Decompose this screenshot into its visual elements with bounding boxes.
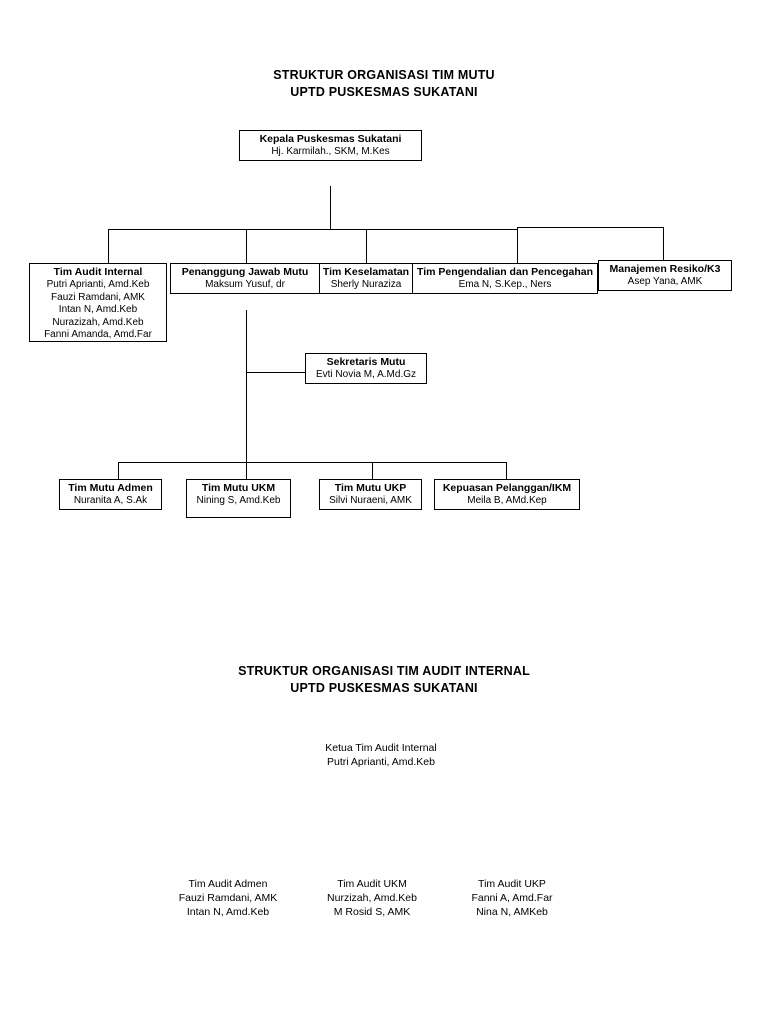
connector-drop-manajemen-resiko [663,227,664,260]
node-kepala-name: Hj. Karmilah., SKM, M.Kes [271,146,390,157]
node-tim-keselamatan[interactable]: Tim Keselamatan Sherly Nuraziza [319,263,413,294]
text-tim-audit-ukp: Tim Audit UKP Fanni A, Amd.Far Nina N, A… [437,877,587,919]
text-tim-audit-ukm-title: Tim Audit UKM [337,878,407,890]
node-sekretaris-mutu-name: Evti Novia M, A.Md.Gz [315,369,417,380]
connector-head-stem [330,186,331,230]
node-tim-audit-internal-member-5: Fanni Amanda, Amd.Far [44,329,152,340]
node-manajemen-resiko-k3[interactable]: Manajemen Resiko/K3 Asep Yana, AMK [598,260,732,291]
text-ketua-name: Putri Aprianti, Amd.Keb [327,756,435,768]
node-tim-keselamatan-title: Tim Keselamatan [322,266,410,278]
connector-level2-bus-left [108,229,518,230]
node-tim-audit-internal-title: Tim Audit Internal [53,266,143,278]
text-tim-audit-ukm: Tim Audit UKM Nurzizah, Amd.Keb M Rosid … [297,877,447,919]
node-manajemen-resiko-k3-name: Asep Yana, AMK [627,276,703,287]
node-kepuasan-pelanggan-ikm-name: Meila B, AMd.Kep [467,495,547,506]
text-tim-audit-ukp-title: Tim Audit UKP [478,878,546,890]
node-kepala-puskesmas[interactable]: Kepala Puskesmas Sukatani Hj. Karmilah.,… [239,130,422,161]
node-kepala-title: Kepala Puskesmas Sukatani [259,133,402,145]
text-ketua-title: Ketua Tim Audit Internal [325,742,437,754]
chart1-title-line2: UPTD PUSKESMAS SUKATANI [290,85,478,99]
node-tim-mutu-ukm-title: Tim Mutu UKM [201,482,276,494]
node-tim-audit-internal-member-1: Putri Aprianti, Amd.Keb [46,279,150,290]
node-tim-mutu-admen-title: Tim Mutu Admen [68,482,153,494]
node-tim-mutu-admen-name: Nuranita A, S.Ak [73,495,148,506]
node-tim-audit-internal-member-4: Nurazizah, Amd.Keb [52,316,144,328]
text-tim-audit-ukm-member-2: M Rosid S, AMK [333,906,411,918]
connector-level3-bus [118,462,506,463]
node-tim-mutu-ukm[interactable]: Tim Mutu UKM Nining S, Amd.Keb [186,479,291,518]
chart1-title-line1: STRUKTUR ORGANISASI TIM MUTU [273,68,495,82]
text-tim-audit-admen-member-2: Intan N, Amd.Keb [186,906,270,918]
text-tim-audit-admen: Tim Audit Admen Fauzi Ramdani, AMK Intan… [153,877,303,919]
node-sekretaris-mutu-title: Sekretaris Mutu [326,356,406,368]
chart2-title-line1: STRUKTUR ORGANISASI TIM AUDIT INTERNAL [238,664,530,678]
node-tim-mutu-ukm-name: Nining S, Amd.Keb [196,495,281,506]
node-tim-pengendalian-pencegahan-title: Tim Pengendalian dan Pencegahan [416,266,594,278]
chart1-title: STRUKTUR ORGANISASI TIM MUTU UPTD PUSKES… [184,67,584,101]
connector-drop-mutu-ukp [372,462,373,479]
connector-secretary-branch [246,372,306,373]
connector-level2-bus-right [517,227,664,228]
node-tim-mutu-ukp[interactable]: Tim Mutu UKP Silvi Nuraeni, AMK [319,479,422,510]
text-tim-audit-ukp-member-1: Fanni A, Amd.Far [471,892,553,904]
node-tim-mutu-admen[interactable]: Tim Mutu Admen Nuranita A, S.Ak [59,479,162,510]
connector-drop-mutu-ukm [246,462,247,479]
node-kepuasan-pelanggan-ikm[interactable]: Kepuasan Pelanggan/IKM Meila B, AMd.Kep [434,479,580,510]
node-tim-pengendalian-pencegahan[interactable]: Tim Pengendalian dan Pencegahan Ema N, S… [412,263,598,294]
text-tim-audit-admen-member-1: Fauzi Ramdani, AMK [178,892,278,904]
connector-drop-tim-keselamatan [366,229,367,264]
node-tim-audit-internal-member-3: Intan N, Amd.Keb [58,304,138,315]
text-tim-audit-ukm-member-1: Nurzizah, Amd.Keb [327,892,417,904]
node-tim-mutu-ukp-title: Tim Mutu UKP [334,482,407,494]
text-tim-audit-ukp-member-2: Nina N, AMKeb [476,906,548,918]
text-tim-audit-admen-title: Tim Audit Admen [188,878,268,890]
node-kepuasan-pelanggan-ikm-title: Kepuasan Pelanggan/IKM [442,482,572,494]
node-penanggung-jawab-mutu[interactable]: Penanggung Jawab Mutu Maksum Yusuf, dr [170,263,320,294]
node-tim-keselamatan-name: Sherly Nuraziza [330,279,402,290]
node-tim-mutu-ukp-name: Silvi Nuraeni, AMK [329,495,412,506]
connector-drop-kepuasan-pelanggan [506,462,507,479]
connector-drop-mutu-admen [118,462,119,479]
connector-pjm-spine [246,310,247,482]
connector-drop-pengendalian [517,227,518,264]
node-tim-audit-internal-member-2: Fauzi Ramdani, AMK [51,291,145,303]
connector-drop-penanggung-jawab [246,229,247,264]
connector-drop-audit-internal [108,229,109,264]
node-tim-audit-internal[interactable]: Tim Audit Internal Putri Aprianti, Amd.K… [29,263,167,342]
chart2-title: STRUKTUR ORGANISASI TIM AUDIT INTERNAL U… [184,663,584,697]
node-tim-pengendalian-pencegahan-name: Ema N, S.Kep., Ners [458,279,552,290]
chart2-title-line2: UPTD PUSKESMAS SUKATANI [290,681,478,695]
text-ketua-tim-audit-internal: Ketua Tim Audit Internal Putri Aprianti,… [271,741,491,769]
node-penanggung-jawab-mutu-name: Maksum Yusuf, dr [205,279,285,290]
node-manajemen-resiko-k3-title: Manajemen Resiko/K3 [609,263,721,275]
node-sekretaris-mutu[interactable]: Sekretaris Mutu Evti Novia M, A.Md.Gz [305,353,427,384]
node-penanggung-jawab-mutu-title: Penanggung Jawab Mutu [181,266,309,278]
